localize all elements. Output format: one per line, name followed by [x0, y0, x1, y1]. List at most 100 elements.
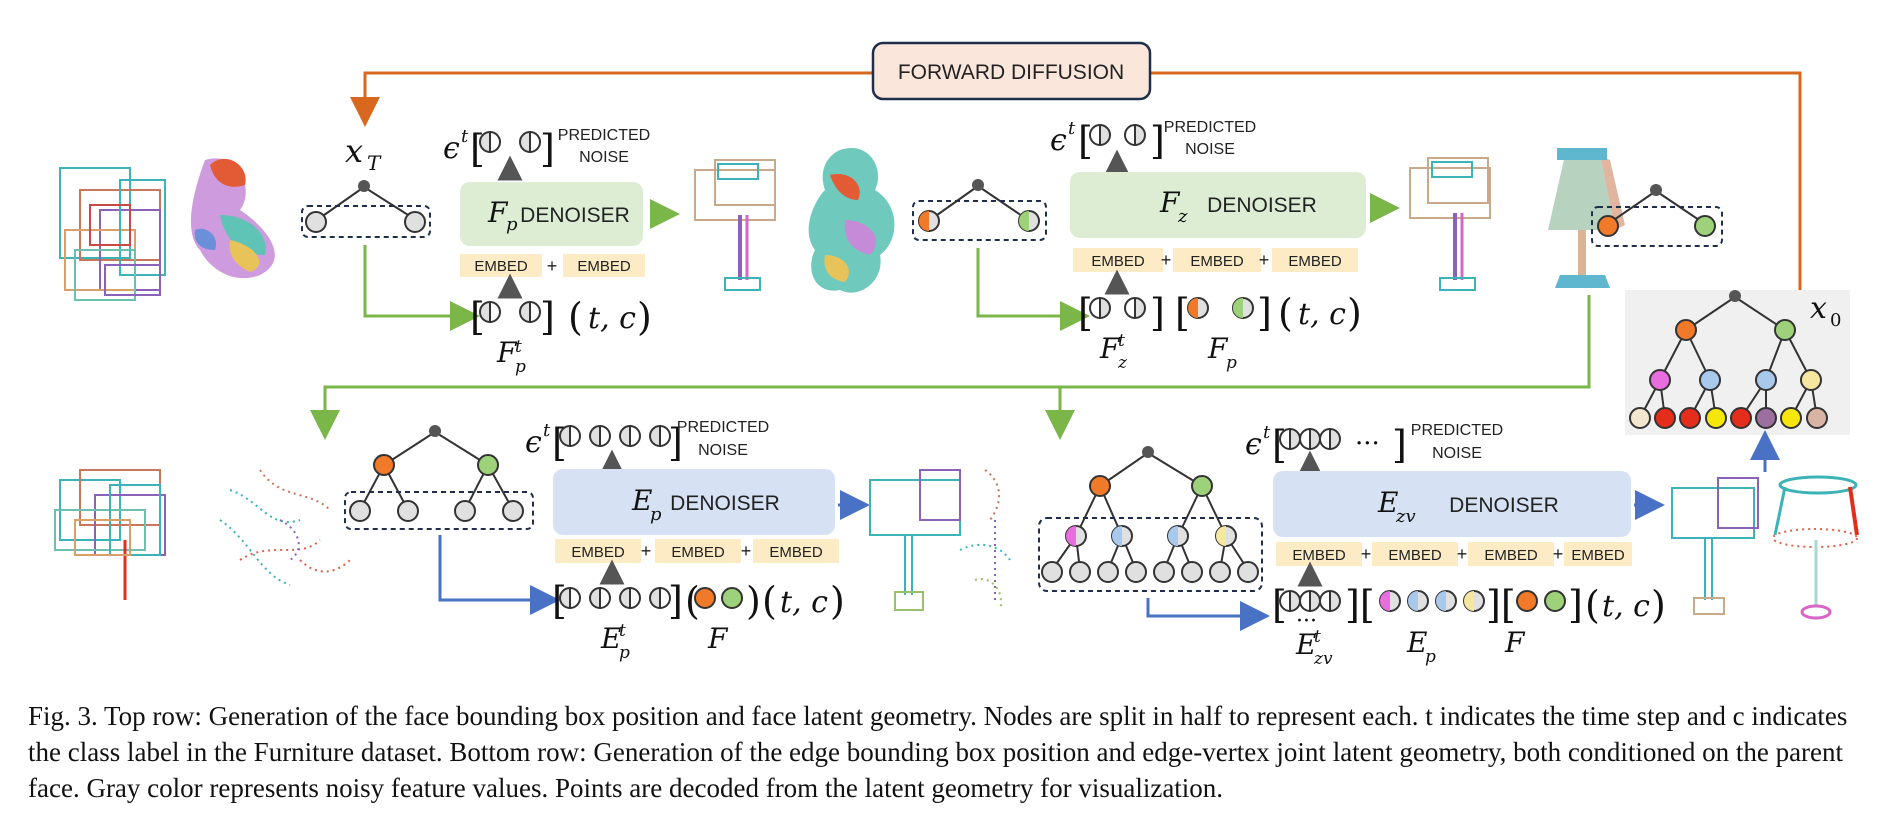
svg-text:p: p: [650, 504, 662, 525]
svg-text:(: (: [1278, 291, 1293, 335]
svg-text:(: (: [568, 295, 583, 339]
svg-text:x: x: [1810, 291, 1827, 326]
svg-text:EMBED: EMBED: [1388, 547, 1442, 564]
svg-text:F: F: [1159, 186, 1181, 219]
svg-text:t: t: [461, 126, 469, 147]
ezv-embed-row: EMBED + EMBED + EMBED + EMBED: [1276, 542, 1632, 587]
svg-text:+: +: [1457, 544, 1468, 564]
svg-text:t: t: [543, 420, 551, 441]
svg-text:ϵ: ϵ: [1245, 427, 1262, 462]
svg-text:t: t: [1068, 118, 1076, 139]
svg-text:(: (: [1585, 583, 1600, 627]
svg-text:): ): [746, 579, 761, 623]
forward-diffusion-label: FORWARD DIFFUSION: [898, 61, 1124, 84]
noisy-boxes-render-top: [59, 167, 166, 301]
svg-text:z: z: [1177, 206, 1188, 227]
svg-text:E: E: [1295, 628, 1316, 661]
svg-text:NOISE: NOISE: [1185, 141, 1235, 158]
svg-text:+: +: [1161, 250, 1172, 270]
noisy-surfaces-render-top: [190, 158, 275, 279]
svg-text:F: F: [1504, 626, 1526, 659]
svg-text:EMBED: EMBED: [474, 258, 528, 275]
svg-text:x: x: [345, 132, 363, 170]
svg-text:[: [: [1272, 423, 1287, 467]
svg-text:t, c: t, c: [588, 301, 636, 336]
x-T-label: x T: [345, 132, 382, 175]
svg-text:0: 0: [1830, 310, 1841, 331]
ep-predicted-noise: ϵ t [ ] PREDICTED NOISE: [525, 419, 769, 475]
svg-text:E: E: [1406, 626, 1427, 659]
svg-text:EMBED: EMBED: [1091, 253, 1145, 270]
svg-text:]: ]: [1257, 291, 1272, 335]
svg-text:F: F: [707, 622, 729, 655]
svg-text:t, c: t, c: [780, 585, 828, 620]
forward-diffusion-arrow: [350, 71, 1802, 292]
svg-text:]: ]: [1568, 583, 1583, 627]
svg-text:][: ][: [1345, 583, 1375, 627]
noisy-surfaces-render-2: [808, 148, 895, 293]
svg-text:[: [: [1175, 291, 1190, 335]
svg-text:zv: zv: [1395, 506, 1416, 527]
svg-text:p: p: [619, 643, 630, 663]
lamp-boxes-render-2: [1409, 157, 1491, 291]
svg-text:p: p: [515, 357, 526, 377]
lamp-final-boxes-render: [1671, 477, 1759, 615]
svg-text:PREDICTED: PREDICTED: [558, 127, 650, 144]
svg-text:t: t: [619, 621, 626, 641]
xT-to-fp-arrow: [363, 245, 480, 331]
lamp-surface-render: [1548, 148, 1625, 288]
svg-text:NOISE: NOISE: [579, 149, 629, 166]
forward-diffusion-box: FORWARD DIFFUSION: [871, 41, 1152, 101]
svg-text:]: ]: [540, 127, 555, 171]
x0-tree-panel: [1625, 290, 1850, 435]
ep-t-input: [ ] ( ) ( t, c ) E t p F: [552, 579, 845, 663]
caption-text: Top row: Generation of the face bounding…: [28, 701, 1848, 803]
svg-text:ϵ: ϵ: [443, 131, 460, 166]
xT-tree: [301, 180, 431, 238]
svg-text:DENOISER: DENOISER: [670, 492, 780, 515]
svg-text:[: [: [1078, 291, 1093, 335]
figure-number: Fig. 3.: [28, 701, 98, 731]
svg-text:t, c: t, c: [1602, 589, 1650, 624]
svg-text:DENOISER: DENOISER: [520, 204, 630, 227]
fp-tree: [912, 179, 1047, 241]
svg-text:T: T: [367, 151, 382, 175]
svg-text:PREDICTED: PREDICTED: [677, 419, 769, 436]
fp-t-input: [ ] ( t, c ) F t p: [470, 295, 652, 377]
svg-text:]: ]: [668, 579, 683, 623]
svg-text:E: E: [600, 622, 621, 655]
fz-denoiser-box: F z DENOISER: [1070, 172, 1366, 238]
svg-text:p: p: [1226, 353, 1237, 373]
fz-t-input: [ ] [ ] ( t, c ) F t z F p: [1078, 291, 1362, 373]
svg-text:zv: zv: [1313, 649, 1333, 669]
svg-text:+: +: [547, 256, 558, 276]
svg-text:E: E: [1377, 486, 1398, 519]
ezv-input-tree: [1038, 446, 1263, 592]
svg-text:p: p: [506, 214, 518, 235]
svg-text:]: ]: [540, 295, 555, 339]
fz-embed-row: EMBED + EMBED + EMBED: [1073, 248, 1358, 295]
svg-text:EMBED: EMBED: [571, 544, 625, 561]
fz-predicted-noise: ϵ t [ ] PREDICTED NOISE: [1050, 118, 1256, 175]
svg-text:EMBED: EMBED: [671, 544, 725, 561]
svg-text:]: ]: [1392, 423, 1407, 467]
svg-text:EMBED: EMBED: [1484, 547, 1538, 564]
svg-text:): ): [637, 295, 652, 339]
ezv-tree-to-ezv-arrow: [1146, 598, 1270, 631]
svg-text:]: ]: [668, 421, 683, 465]
fz-tree: [1591, 184, 1723, 247]
svg-text:): ): [830, 579, 845, 623]
svg-text:+: +: [741, 541, 752, 561]
fp-denoiser-box: F p DENOISER: [460, 182, 643, 246]
ezv-predicted-noise: ϵ t [ ··· ] PREDICTED NOISE: [1245, 422, 1503, 476]
svg-text:]: ]: [1150, 119, 1165, 163]
svg-text:[: [: [1078, 119, 1093, 163]
svg-text:): ): [1347, 291, 1362, 335]
lamp-edge-boxes-render: [869, 469, 961, 611]
ezv-denoiser-box: E zv DENOISER: [1273, 471, 1631, 537]
svg-text:EMBED: EMBED: [577, 258, 631, 275]
svg-text:···: ···: [1296, 609, 1317, 634]
ep-denoiser-box: E p DENOISER: [553, 469, 835, 535]
svg-text:]: ]: [1150, 291, 1165, 335]
